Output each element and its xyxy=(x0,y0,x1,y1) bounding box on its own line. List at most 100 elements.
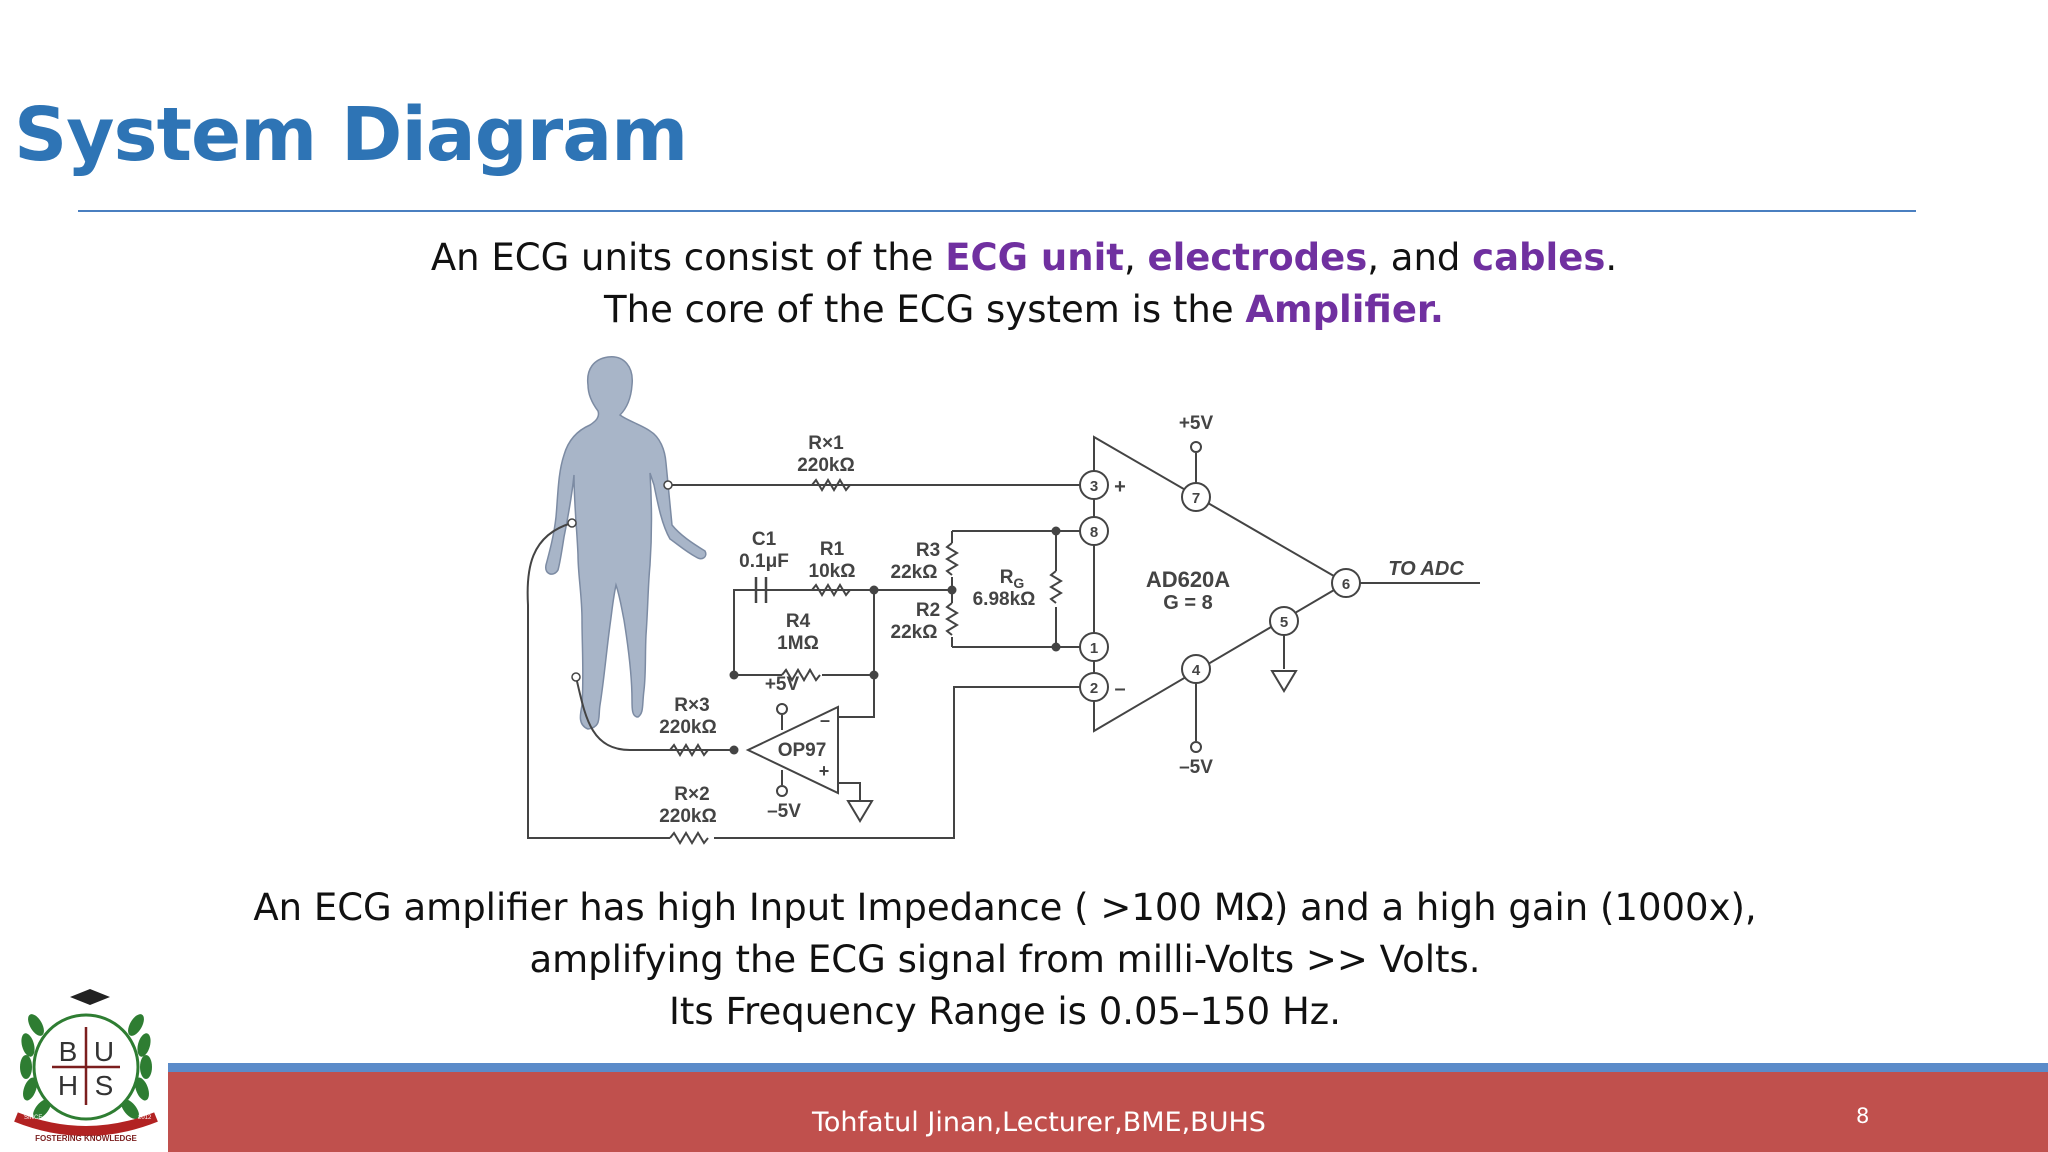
op97-input-wires xyxy=(838,716,861,801)
r3-name: R3 xyxy=(916,540,940,561)
r3-value: 22kΩ xyxy=(891,562,938,583)
ad620a-vpos-terminal xyxy=(1190,441,1202,453)
op97-minus-sign: – xyxy=(820,710,830,730)
rg-value: 6.98kΩ xyxy=(973,589,1036,610)
logo-motto: FOSTERING KNOWLEDGE xyxy=(35,1134,137,1143)
pin-8-label: 8 xyxy=(1090,524,1098,541)
op97-vneg-terminal xyxy=(776,785,788,797)
logo-letter-b: B xyxy=(59,1036,78,1067)
rx2-value: 220kΩ xyxy=(659,806,717,827)
pin-3-marker xyxy=(1079,470,1109,500)
pin-6-label: 6 xyxy=(1342,576,1350,593)
highlight-electrodes: electrodes xyxy=(1147,236,1368,279)
rg-network-wire xyxy=(852,530,1094,718)
c1-value: 0.1μF xyxy=(739,551,789,572)
ad620a-vpos-label: +5V xyxy=(1179,413,1214,434)
title-underline xyxy=(78,210,1916,212)
r1-value: 10kΩ xyxy=(809,561,856,582)
rx2-name: R×2 xyxy=(674,784,709,805)
rx3-value: 220kΩ xyxy=(659,717,717,738)
slide-title: System Diagram xyxy=(14,92,688,178)
ecg-circuit-diagram: R×1 220kΩ C1 0.1μF R1 10kΩ R4 1MΩ R3 22k… xyxy=(526,356,1480,845)
r2-value: 22kΩ xyxy=(891,622,938,643)
amplifier-summary: An ECG amplifier has high Input Impedanc… xyxy=(0,882,2010,1038)
ad620a-gain: G = 8 xyxy=(1163,592,1212,614)
intro-line-1: An ECG units consist of the ECG unit, el… xyxy=(0,232,2048,284)
resistor-r1 xyxy=(811,583,851,597)
lead-wire-ra xyxy=(526,522,1094,839)
highlight-amplifier: Amplifier. xyxy=(1245,288,1444,331)
ground-icon xyxy=(1270,670,1298,693)
pin-2-label: 2 xyxy=(1090,680,1098,697)
summary-line-2: amplifying the ECG signal from milli-Vol… xyxy=(529,938,1481,981)
op97-label: OP97 xyxy=(778,740,827,761)
pin-8-marker xyxy=(1079,516,1109,546)
ad620a-pins: 3 8 1 2 7 4 6 5 xyxy=(1079,470,1361,702)
footer-author: Tohfatul Jinan,Lecturer,BME,BUHS xyxy=(812,1107,1266,1138)
intro-line-2: The core of the ECG system is the Amplif… xyxy=(0,284,2048,336)
pin-7-label: 7 xyxy=(1192,490,1200,507)
electrode-ra xyxy=(567,518,577,528)
op97-opamp xyxy=(745,705,839,795)
op97-vpos-terminal xyxy=(776,703,788,715)
logo-letter-u: U xyxy=(94,1036,114,1067)
pin-2-marker xyxy=(1079,672,1109,702)
ground-icon xyxy=(846,800,874,823)
resistor-r2-zigzag xyxy=(945,602,959,636)
highlight-ecg-unit: ECG unit xyxy=(945,236,1124,279)
footer-accent-strip xyxy=(168,1063,2048,1072)
intro-text-part: The core of the ECG system is the xyxy=(604,288,1246,331)
rx1-name: R×1 xyxy=(808,433,844,454)
human-body-figure xyxy=(545,356,707,730)
ad620a-vneg-terminal xyxy=(1190,741,1202,753)
ad620a-plus-sign: + xyxy=(1114,476,1126,498)
op97-vneg-label: –5V xyxy=(767,801,801,822)
resistor-rx1 xyxy=(811,478,851,492)
pin-1-marker xyxy=(1079,632,1109,662)
logo-ribbon xyxy=(14,1112,158,1136)
ad620a-wires xyxy=(1195,453,1480,741)
pin-3-label: 3 xyxy=(1090,478,1098,495)
resistor-rx2-zigzag xyxy=(669,831,709,845)
graduation-cap-icon xyxy=(70,989,110,1005)
rg-name: RG xyxy=(1000,567,1025,591)
intro-text-part: , xyxy=(1123,236,1148,279)
logo-letter-h: H xyxy=(58,1070,78,1101)
c1-name: C1 xyxy=(752,529,777,550)
r4-name: R4 xyxy=(786,611,811,632)
logo-letter-s: S xyxy=(95,1070,114,1101)
junction-dot xyxy=(729,670,739,680)
op97-plus-sign: + xyxy=(819,761,830,781)
ad620a-vneg-label: –5V xyxy=(1179,757,1213,778)
summary-line-1: An ECG amplifier has high Input Impedanc… xyxy=(253,886,1757,929)
r1-name: R1 xyxy=(820,539,845,560)
resistor-r3-zigzag xyxy=(945,542,959,576)
logo-since: SINCE xyxy=(24,1115,42,1121)
intro-text-part: , and xyxy=(1367,236,1473,279)
r2-name: R2 xyxy=(916,600,940,621)
junction-dot xyxy=(729,745,739,755)
laurel-wreath-icon xyxy=(20,1014,152,1119)
resistor-rg-zigzag xyxy=(1049,570,1063,604)
intro-text: An ECG units consist of the ECG unit, el… xyxy=(0,232,2048,336)
summary-line-3: Its Frequency Range is 0.05–150 Hz. xyxy=(669,990,1341,1033)
output-to-adc-label: TO ADC xyxy=(1388,558,1464,580)
highlight-cables: cables xyxy=(1472,236,1606,279)
logo-year: 2012 xyxy=(138,1115,152,1121)
ad620a-amplifier xyxy=(1093,435,1348,733)
intro-text-part: . xyxy=(1605,236,1618,279)
electrode-ll xyxy=(571,672,581,682)
resistor-rx3 xyxy=(669,743,709,757)
op97-vpos-label: +5V xyxy=(765,674,800,695)
footer-bar xyxy=(168,1072,2048,1152)
rx3-name: R×3 xyxy=(674,695,709,716)
rx1-value: 220kΩ xyxy=(797,455,855,476)
r4-value: 1MΩ xyxy=(777,633,819,654)
pin-5-label: 5 xyxy=(1280,614,1288,631)
pin-4-label: 4 xyxy=(1192,662,1201,679)
pin-1-label: 1 xyxy=(1090,640,1098,657)
electrode-la xyxy=(663,480,673,490)
page-number: 8 xyxy=(1856,1104,1870,1128)
intro-text-part: An ECG units consist of the xyxy=(430,236,946,279)
buhs-logo: B U H S FOSTERING KNOWLEDGE SINCE 2012 xyxy=(14,989,158,1143)
